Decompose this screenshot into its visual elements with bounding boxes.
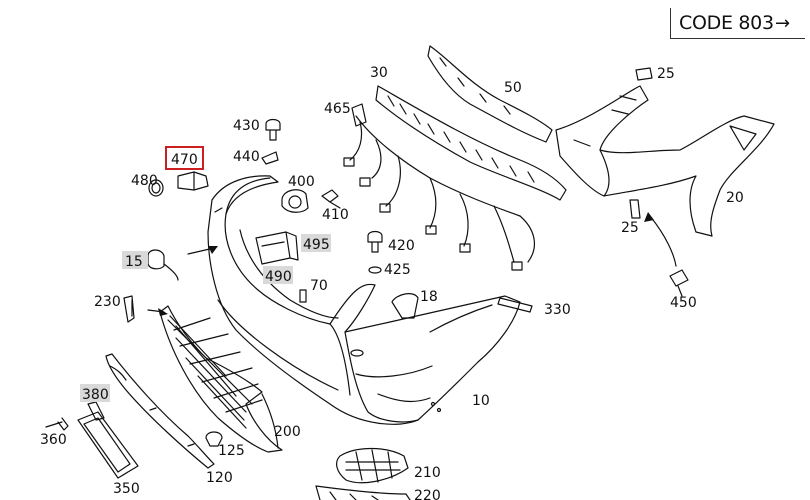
- callout-200[interactable]: 200: [274, 424, 301, 440]
- part-380: [87, 401, 105, 421]
- callout-470-highlight: [165, 146, 204, 170]
- lower-grille: [159, 305, 283, 453]
- callout-380-highlight: [80, 384, 110, 402]
- bracket-18: [391, 293, 419, 319]
- callout-480[interactable]: 480: [131, 173, 158, 189]
- callout-70[interactable]: 70: [310, 278, 328, 294]
- callout-120[interactable]: 120: [206, 470, 233, 486]
- callout-15[interactable]: 15: [125, 254, 143, 270]
- callout-425[interactable]: 425: [384, 262, 411, 278]
- right-arrow-icon: →: [775, 13, 791, 34]
- screw-360: [45, 417, 69, 431]
- callout-30[interactable]: 30: [370, 65, 388, 81]
- callout-125[interactable]: 125: [218, 443, 245, 459]
- clip-25-lower: [629, 199, 641, 219]
- clip-125: [205, 431, 223, 447]
- bracket-230: [123, 295, 135, 323]
- callout-465[interactable]: 465: [324, 101, 351, 117]
- callout-360[interactable]: 360: [40, 432, 67, 448]
- callout-495-highlight: [301, 234, 331, 252]
- callout-495[interactable]: 495: [303, 237, 330, 253]
- callout-25[interactable]: 25: [621, 220, 639, 236]
- control-unit: [255, 231, 299, 265]
- bracket-440: [261, 151, 279, 165]
- wiring-harness: [343, 103, 536, 271]
- fog-grille-insert: [336, 447, 409, 484]
- support-strip: [105, 353, 215, 469]
- trim-330: [497, 297, 533, 313]
- callout-410[interactable]: 410: [322, 207, 349, 223]
- bolt-450: [669, 269, 689, 297]
- callout-440[interactable]: 440: [233, 149, 260, 165]
- arrow-heads: [158, 212, 654, 316]
- callout-330[interactable]: 330: [544, 302, 571, 318]
- screw-410: [321, 189, 341, 209]
- code-label: CODE 803: [679, 12, 774, 34]
- bumper-cover: [207, 175, 521, 425]
- callout-labels: 470 480 430 440 400 410 465 30 50 25 20 25 450 15 495 4…: [40, 65, 744, 500]
- callout-490-highlight: [263, 266, 293, 284]
- callout-50[interactable]: 50: [504, 80, 522, 96]
- license-plate-holder: [77, 411, 139, 479]
- trim-strip-220: [315, 485, 411, 500]
- callout-400[interactable]: 400: [288, 174, 315, 190]
- bolt-420: [367, 230, 383, 274]
- callout-25[interactable]: 25: [657, 66, 675, 82]
- callout-470[interactable]: 470: [171, 152, 198, 168]
- impact-absorber-30: [375, 85, 567, 201]
- callout-380[interactable]: 380: [82, 387, 109, 403]
- bracket-50: [427, 45, 553, 143]
- cross-member-20: [555, 85, 775, 237]
- sensor-bracket-400: [281, 189, 309, 213]
- callout-210[interactable]: 210: [414, 465, 441, 481]
- code-reference-box[interactable]: CODE 803 →: [670, 8, 805, 39]
- callout-490[interactable]: 490: [265, 269, 292, 285]
- sensor-15: [147, 249, 179, 281]
- bolt-430: [265, 118, 281, 141]
- callout-20[interactable]: 20: [726, 190, 744, 206]
- callout-230[interactable]: 230: [94, 294, 121, 310]
- callout-450[interactable]: 450: [670, 295, 697, 311]
- callout-18[interactable]: 18: [420, 289, 438, 305]
- parking-sensor: [148, 171, 209, 197]
- leader-lines: [147, 215, 677, 313]
- pin-70: [299, 289, 307, 303]
- callout-430[interactable]: 430: [233, 118, 260, 134]
- callout-220[interactable]: 220: [414, 488, 441, 500]
- callout-350[interactable]: 350: [113, 481, 140, 497]
- callout-420[interactable]: 420: [388, 238, 415, 254]
- callout-15-highlight: [122, 251, 148, 269]
- callout-10[interactable]: 10: [472, 393, 490, 409]
- clip-25-top: [635, 67, 653, 81]
